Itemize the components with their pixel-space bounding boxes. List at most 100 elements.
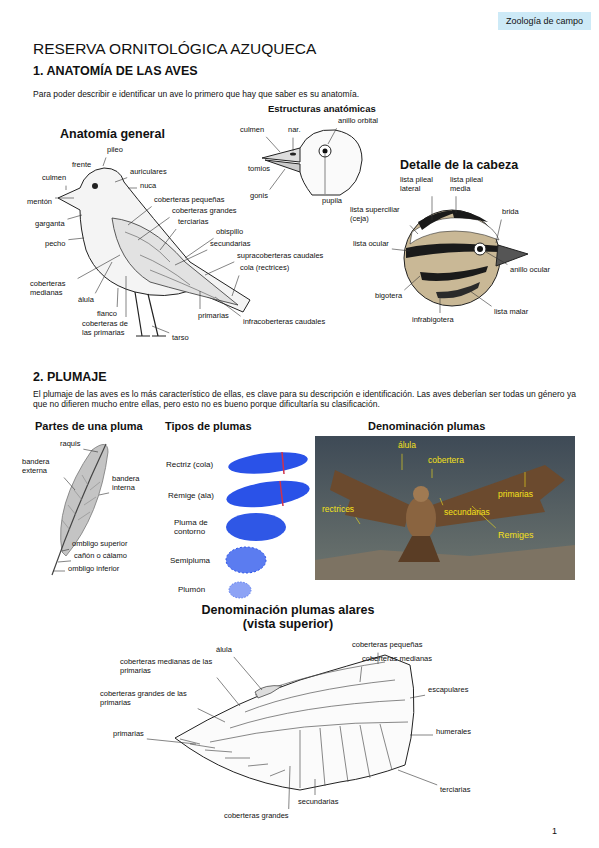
feather-types: [225, 449, 312, 598]
part-label: pupila: [322, 197, 342, 206]
part-label: álula: [216, 646, 232, 655]
part-label: nuca: [140, 182, 156, 191]
figure-heading: Anatomía general: [60, 127, 165, 141]
rectrix-mark: [282, 452, 284, 474]
part-label: lista superciliar (ceja): [350, 206, 408, 223]
contour-feather: [226, 513, 286, 541]
leader-line: [152, 326, 169, 333]
leader-line: [315, 779, 316, 795]
leader-line: [67, 215, 82, 219]
part-label: secundarias: [298, 798, 338, 807]
part-label: supracoberteras caudales: [237, 252, 323, 261]
part-label: coberteras grandes: [224, 812, 289, 821]
part-label: coberteras medianas: [30, 280, 75, 297]
part-label: Rémige (ala): [168, 491, 214, 500]
part-label: humerales: [436, 728, 471, 737]
part-label: secundarias: [444, 508, 490, 518]
page-title: RESERVA ORNITOLÓGICA AZUQUECA: [33, 40, 316, 58]
page-number: 1: [552, 826, 557, 836]
leader-line: [147, 739, 196, 744]
pupil: [323, 149, 328, 154]
leader-line: [293, 138, 294, 151]
part-label: coberteras pequeñas: [352, 641, 422, 650]
figure-heading: Denominación plumas: [368, 420, 485, 433]
leader-line: [232, 275, 239, 296]
leader-line: [266, 137, 280, 152]
leader-line: [198, 709, 225, 722]
bird-photo: [315, 436, 575, 580]
part-label: anillo ocular: [510, 266, 550, 275]
figure-heading: Detalle de la cabeza: [400, 158, 518, 172]
part-label: bigotera: [375, 292, 402, 301]
alula-shape: [255, 686, 282, 698]
head-profile: [262, 130, 362, 195]
part-label: culmen: [240, 126, 264, 135]
leader-line: [58, 561, 71, 562]
leader-line: [328, 128, 337, 144]
paragraph: Para poder describir e identificar un av…: [33, 90, 359, 100]
part-label: bandera interna: [112, 475, 152, 492]
leader-line: [128, 188, 137, 189]
leader-line: [440, 498, 443, 505]
part-label: gonis: [250, 192, 268, 201]
bird-eye: [92, 183, 98, 189]
part-label: culmen: [42, 174, 66, 183]
part-label: anillo orbital: [338, 117, 378, 126]
part-label: lista pileal media: [450, 176, 492, 193]
part-label: lista ocular: [353, 240, 389, 249]
malar-stripe: [436, 282, 480, 298]
leader-line: [99, 493, 109, 495]
head-circle: [404, 210, 500, 306]
eye-ring: [474, 243, 486, 255]
leader-line: [360, 667, 362, 682]
leader-line: [128, 206, 152, 225]
part-label: lista pileal lateral: [400, 176, 442, 193]
leader-line: [68, 238, 84, 240]
photo-ground: [315, 436, 575, 580]
lower-bill: [265, 160, 300, 172]
part-label: pileo: [107, 146, 123, 155]
leader-line: [470, 291, 492, 306]
bird-outline: [58, 168, 250, 312]
part-label: primarias: [198, 312, 229, 321]
leader-line: [83, 449, 98, 452]
leader-line: [175, 250, 207, 265]
part-label: bandera externa: [22, 458, 62, 475]
leader-line: [117, 288, 119, 307]
part-label: escapulares: [428, 686, 468, 695]
feather-barbs: [62, 475, 100, 530]
leader-line: [432, 196, 433, 220]
leader-line: [234, 657, 262, 690]
crown-stripes: [418, 210, 488, 230]
part-label: álula: [398, 441, 416, 451]
leader-line: [410, 695, 425, 698]
part-label: terciarias: [440, 786, 470, 795]
section-heading: 2. PLUMAJE: [33, 370, 107, 384]
leader-line: [103, 157, 106, 166]
photo-tail: [398, 536, 440, 562]
part-label: Semipluma: [170, 556, 210, 565]
leader-line: [200, 291, 201, 309]
part-label: Remiges: [498, 530, 534, 540]
part-label: cobertera: [428, 456, 464, 466]
leader-line: [410, 735, 433, 736]
part-label: obispillo: [216, 228, 243, 237]
part-label: brida: [502, 208, 519, 217]
part-label: tomios: [248, 165, 270, 174]
leader-line: [270, 169, 285, 190]
leader-line: [62, 549, 69, 551]
part-label: terciarias: [178, 218, 208, 227]
part-label: primarias: [113, 730, 144, 739]
leader-line: [185, 238, 214, 258]
part-label: lista malar: [494, 308, 528, 317]
part-label: nar.: [288, 126, 301, 135]
leader-line: [392, 249, 410, 251]
semiplume: [226, 547, 266, 573]
remige-feather: [225, 476, 312, 511]
leader-line: [404, 276, 420, 290]
photo-body: [406, 496, 436, 540]
part-label: cañón o cálamo: [74, 552, 127, 561]
part-label: Plumón: [178, 585, 205, 594]
part-label: garganta: [35, 220, 65, 229]
moustache-stripe: [420, 266, 488, 281]
